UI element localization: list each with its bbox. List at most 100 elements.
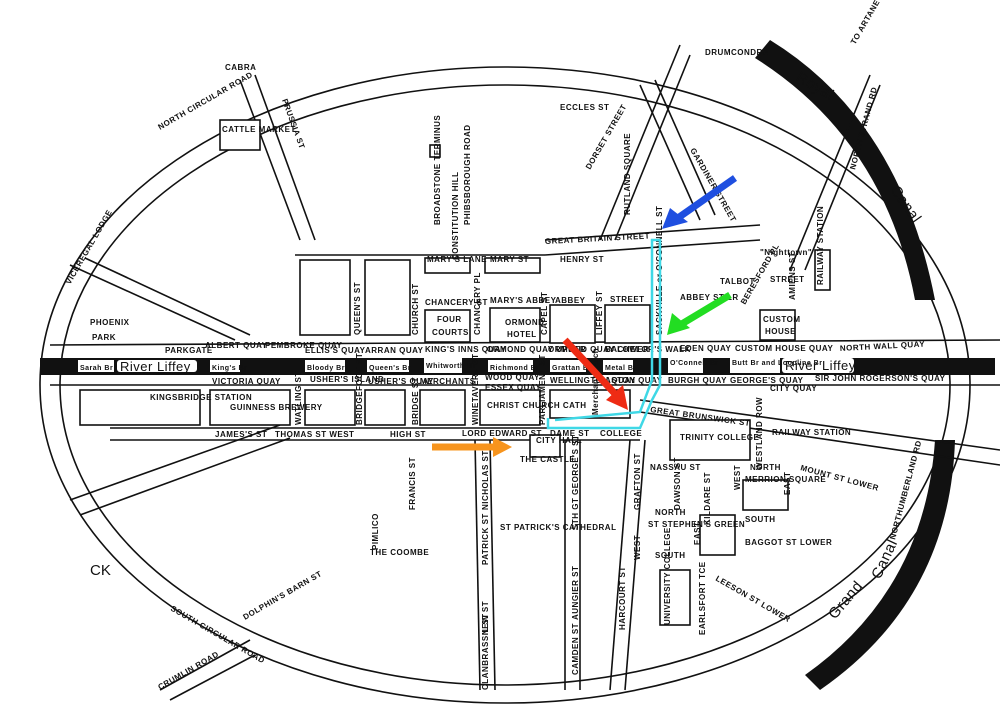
label-north-wall: NORTH WALL QUAY	[840, 340, 926, 353]
label-watling: WATLING ST	[294, 371, 303, 425]
label-house: HOUSE	[765, 327, 796, 336]
label-rutland: RUTLAND SQUARE	[623, 133, 632, 215]
label-crumlin: CRUMLIN ROAD	[157, 650, 221, 692]
label-metal: Metal Br	[605, 365, 637, 372]
label-canal-g: Canal	[868, 537, 901, 582]
label-marys-lane: MARY'S LANE	[427, 255, 487, 264]
label-st-patricks: ST PATRICK'S CATHEDRAL	[500, 523, 616, 532]
label-street2: STREET	[610, 295, 645, 304]
label-james: JAMES'S ST	[215, 430, 267, 439]
label-north: NORTH	[750, 463, 781, 472]
label-essex: ESSEX QUAY	[485, 383, 541, 392]
label-pembroke: PEMBROKE QUAY	[265, 341, 342, 350]
label-earlsfort: EARLSFORT TCE	[698, 561, 707, 635]
label-abbey: ABBEY	[555, 296, 586, 305]
blue-arrow	[662, 175, 738, 229]
label-trinity: TRINITY COLLEGE	[680, 433, 760, 442]
label-south: SOUTH	[745, 515, 776, 524]
label-amiens: AMIENS ST	[788, 252, 797, 300]
label-grattan: Grattan Br	[552, 365, 592, 372]
label-ormond: ORMOND	[505, 318, 544, 327]
label-new-st: NEW ST	[481, 601, 490, 635]
label-south2: SOUTH	[655, 551, 686, 560]
grand-canal	[805, 440, 955, 690]
label-capel: CAPEL ST	[540, 292, 549, 335]
label-broadstone: BROADSTONE TERMINUS	[433, 115, 442, 225]
label-parkgate: PARKGATE	[165, 346, 213, 355]
label-nighttown: "Nighttown"	[760, 248, 812, 257]
label-east2: EAST	[693, 522, 702, 545]
label-chancery-pl: CHANCERY PL	[473, 272, 482, 335]
label-lower: LOWER	[800, 538, 832, 547]
river-liffey	[40, 355, 995, 375]
label-kingsbridge: KINGSBRIDGE STATION	[150, 393, 252, 402]
green-arrow	[667, 291, 732, 335]
label-city-quay: CITY QUAY	[770, 384, 817, 393]
label-oconnell: O'Connell Br	[670, 360, 719, 367]
label-railway-station: RAILWAY STATION	[816, 206, 825, 285]
label-ushers-quay: USHER'S QUAY	[368, 377, 434, 386]
label-kings-br: King's Br	[212, 365, 247, 372]
label-ststephens: ST STEPHEN'S GREEN	[648, 520, 745, 529]
label-coombe: THE COOMBE	[370, 548, 429, 557]
label-baggot: BAGGOT ST	[745, 538, 797, 547]
label-ormond-lower: ORMOND QUAY LOWER	[548, 345, 649, 354]
label-chancery-st: CHANCERY ST	[425, 298, 488, 307]
label-park: PARK	[92, 333, 116, 342]
label-drumcondra: DRUMCONDRA	[705, 48, 769, 57]
label-merrion: MERRION SQUARE	[745, 475, 826, 484]
label-monogram: CK	[90, 562, 111, 579]
label-north2: NORTH	[655, 508, 686, 517]
label-dawson: DAWSON ST	[673, 457, 682, 510]
label-constitution: CONSTITUTION HILL	[451, 172, 460, 261]
label-merrion-w: WEST	[733, 465, 742, 490]
label-henry-st: HENRY ST	[560, 255, 604, 264]
label-st-georges: STH GT GEORGE'S ST	[571, 435, 580, 530]
label-phibsborough: PHIBSBOROUGH ROAD	[463, 124, 472, 225]
city-blocks	[79, 119, 831, 626]
label-cabra: CABRA	[225, 63, 256, 72]
label-city-hall: CITY HALL	[536, 436, 582, 445]
label-mary-st: MARY ST	[490, 255, 529, 264]
label-courts: COURTS	[432, 328, 469, 337]
label-clanbrassil: CLANBRASSIL ST	[481, 613, 490, 690]
label-cattle-market: CATTLE MARKET	[222, 125, 296, 134]
label-thomas: THOMAS ST WEST	[275, 430, 354, 439]
label-parliament: PARLIAMENT ST	[538, 354, 547, 425]
label-abbey-st-lr: ABBEY ST LR	[680, 293, 739, 302]
label-pimlico: PIMLICO	[371, 513, 380, 550]
label-queens-st: QUEEN'S ST	[353, 282, 362, 335]
label-leeson: LEESON ST LOWER	[714, 574, 792, 624]
label-bridgefoot: BRIDGEFOOT ST	[355, 353, 364, 425]
label-wood: WOOD QUAY	[485, 373, 540, 382]
label-four: FOUR	[437, 315, 462, 324]
label-university: UNIVERSITY COLLEGE	[663, 527, 672, 625]
label-northumberland: NORTHUMBERLAND RD	[888, 439, 923, 540]
label-georges: GEORGE'S QUAY	[730, 376, 804, 385]
roads	[49, 44, 1000, 701]
label-to-artane: TO ARTANE	[849, 0, 882, 46]
label-bridge-st: BRIDGE ST	[411, 377, 420, 425]
label-great-britain: GREAT BRITAIN STREET	[545, 232, 651, 246]
label-aston: ASTON QUAY	[605, 376, 663, 385]
label-nicholas: NICHOLAS ST	[481, 450, 490, 510]
label-street1: STREET	[770, 275, 805, 284]
label-queens-br: Queen's Br	[369, 365, 411, 372]
label-ellis: ELLIS'S QUAY	[305, 346, 366, 355]
label-whitworth: Whitworth Br	[426, 363, 476, 370]
label-butt: Butt Br and Loopline Br	[732, 360, 822, 367]
label-custom: CUSTOM	[763, 315, 801, 324]
label-christ: CHRIST CHURCH CATH	[487, 401, 587, 410]
label-college: COLLEGE	[600, 429, 642, 438]
label-arran: ARRAN QUAY	[365, 346, 424, 355]
label-high: HIGH ST	[390, 430, 426, 439]
label-burgh: BURGH QUAY	[668, 376, 727, 385]
label-nassau: NASSAU ST	[650, 463, 701, 472]
label-hotel: HOTEL	[507, 330, 537, 339]
label-castle: THE CASTLE	[520, 455, 575, 464]
label-merchants: MERCHANTS	[420, 377, 476, 386]
red-arrow	[562, 337, 628, 410]
label-kildare: KILDARE ST	[703, 472, 712, 525]
label-richmond: Richmond Br	[490, 365, 539, 372]
label-lord-edward: LORD EDWARD ST	[462, 429, 542, 438]
